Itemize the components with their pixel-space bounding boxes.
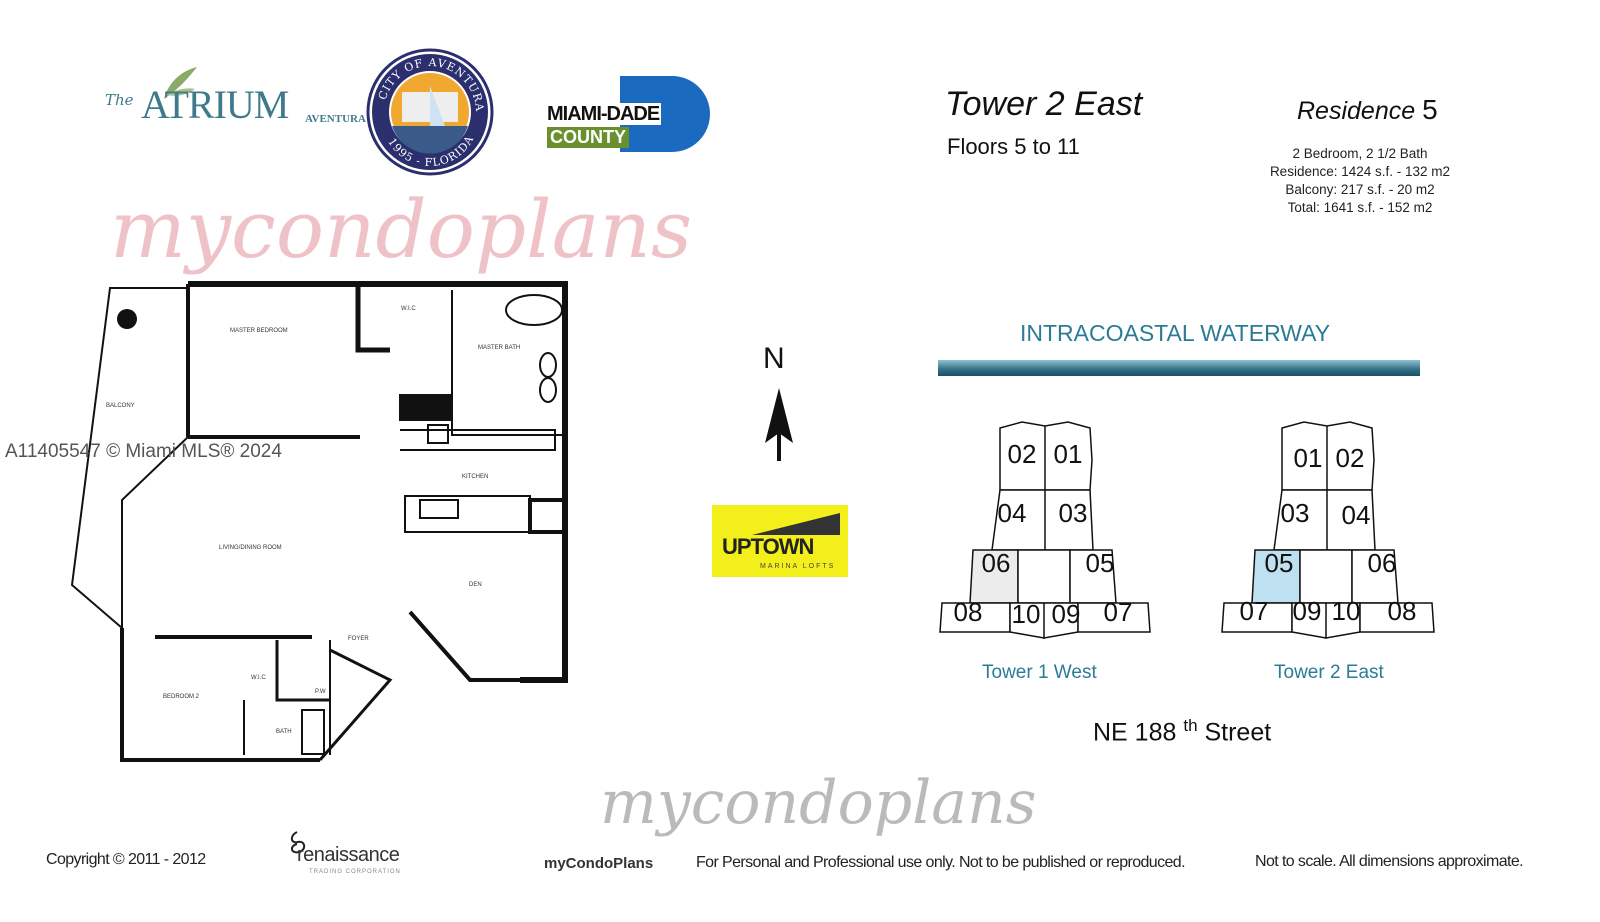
t2-unit-07: 07 xyxy=(1240,596,1269,626)
waterway-bar xyxy=(938,360,1420,376)
room-balcony: BALCONY xyxy=(106,403,135,409)
residence-title: Residence 5 xyxy=(1297,94,1438,127)
mls-watermark: A11405547 © Miami MLS® 2024 xyxy=(5,441,282,462)
tower1-label: Tower 1 West xyxy=(982,662,1097,683)
t1-unit-05: 05 xyxy=(1086,548,1115,578)
county-text: COUNTY xyxy=(547,127,629,148)
spec-bedrooms: 2 Bedroom, 2 1/2 Bath xyxy=(1292,146,1428,161)
street-name: NE 188 xyxy=(1093,718,1177,747)
spec-balcony-area: Balcony: 217 s.f. - 20 m2 xyxy=(1285,182,1435,197)
t1-unit-03: 03 xyxy=(1059,498,1088,528)
room-master-bath: MASTER BATH xyxy=(478,345,520,351)
usage-notice: For Personal and Professional use only. … xyxy=(696,854,1186,871)
renaissance-mark-icon xyxy=(290,831,306,854)
uptown-name: UPTOWN xyxy=(722,534,814,559)
floors-range: Floors 5 to 11 xyxy=(947,134,1080,159)
room-bedroom-2: BEDROOM 2 xyxy=(163,694,200,700)
street-ordinal: th xyxy=(1183,716,1198,735)
residence-specs: 2 Bedroom, 2 1/2 Bath Residence: 1424 s.… xyxy=(1255,145,1465,217)
room-wic-1: W.I.C xyxy=(401,306,416,312)
t2-unit-04: 04 xyxy=(1342,500,1371,530)
t1-unit-02: 02 xyxy=(1008,439,1037,469)
brand-watermark: mycondoplans xyxy=(110,183,692,276)
t1-unit-10: 10 xyxy=(1012,599,1041,629)
miami-dade-text: MIAMI-DADE xyxy=(545,103,662,125)
tower-key-plans: 02 01 04 03 06 05 08 10 09 07 01 02 03 0… xyxy=(939,421,1435,639)
scale-notice: Not to scale. All dimensions approximate… xyxy=(1255,853,1524,870)
atrium-the: The xyxy=(105,91,134,109)
renaissance-logo: renaissance TRADING CORPORATION xyxy=(287,830,417,878)
uptown-sub: MARINA LOFTS xyxy=(760,563,836,570)
tower-title: Tower 2 East xyxy=(945,85,1143,123)
floor-plan: MASTER BEDROOM W.I.C MASTER BATH BALCONY… xyxy=(70,281,568,762)
room-bath: BATH xyxy=(276,729,292,735)
room-living-dining: LIVING/DINING ROOM xyxy=(219,545,282,551)
room-kitchen: KITCHEN xyxy=(462,474,488,480)
renaissance-name: renaissance xyxy=(297,844,400,866)
brand-watermark-2: mycondoplans xyxy=(600,768,1037,838)
t1-unit-09: 09 xyxy=(1052,599,1081,629)
room-den: DEN xyxy=(469,582,482,588)
t1-unit-07: 07 xyxy=(1104,597,1133,627)
t2-unit-06: 06 xyxy=(1368,548,1397,578)
room-powder: P.W xyxy=(315,689,326,695)
t2-unit-09: 09 xyxy=(1293,596,1322,626)
north-arrow-icon xyxy=(765,388,793,461)
t2-unit-10: 10 xyxy=(1332,596,1361,626)
uptown-logo: UPTOWN MARINA LOFTS xyxy=(712,505,848,577)
room-foyer: FOYER xyxy=(348,636,369,642)
street-suffix: Street xyxy=(1204,718,1272,747)
t1-unit-06: 06 xyxy=(982,548,1011,578)
leaf-icon xyxy=(164,67,197,99)
residence-number: 5 xyxy=(1422,94,1438,125)
mycondoplans-logo: myCondoPlans xyxy=(544,855,654,872)
room-wic-2: W.I.C xyxy=(251,675,266,681)
t2-unit-05-selected: 05 xyxy=(1265,548,1294,578)
t2-unit-08: 08 xyxy=(1388,596,1417,626)
copyright: Copyright © 2011 - 2012 xyxy=(46,851,206,868)
column-marker xyxy=(117,309,137,329)
room-master-bedroom: MASTER BEDROOM xyxy=(230,328,288,334)
renaissance-sub: TRADING CORPORATION xyxy=(309,869,401,875)
spec-total-area: Total: 1641 s.f. - 152 m2 xyxy=(1287,200,1433,215)
waterway-label: INTRACOASTAL WATERWAY xyxy=(1020,320,1331,346)
t1-unit-08: 08 xyxy=(954,597,983,627)
t2-unit-01: 01 xyxy=(1294,443,1323,473)
t2-unit-03: 03 xyxy=(1281,498,1310,528)
city-of-aventura-seal: CITY OF AVENTURA 1995 - FLORIDA xyxy=(366,48,494,176)
atrium-name: ATRIUM xyxy=(141,82,289,127)
miami-dade-logo: MIAMI-DADE COUNTY xyxy=(545,76,710,152)
north-label: N xyxy=(763,342,785,375)
t1-unit-01: 01 xyxy=(1054,439,1083,469)
t2-unit-02: 02 xyxy=(1336,443,1365,473)
spec-residence-area: Residence: 1424 s.f. - 132 m2 xyxy=(1269,164,1451,179)
tower2-label: Tower 2 East xyxy=(1274,662,1384,683)
residence-label: Residence xyxy=(1297,97,1416,125)
street-label: NE 188 th Street xyxy=(1093,716,1271,747)
atrium-logo: The ATRIUM AVENTURA xyxy=(105,65,366,135)
t1-unit-04: 04 xyxy=(998,498,1027,528)
atrium-sub: AVENTURA xyxy=(305,113,366,125)
